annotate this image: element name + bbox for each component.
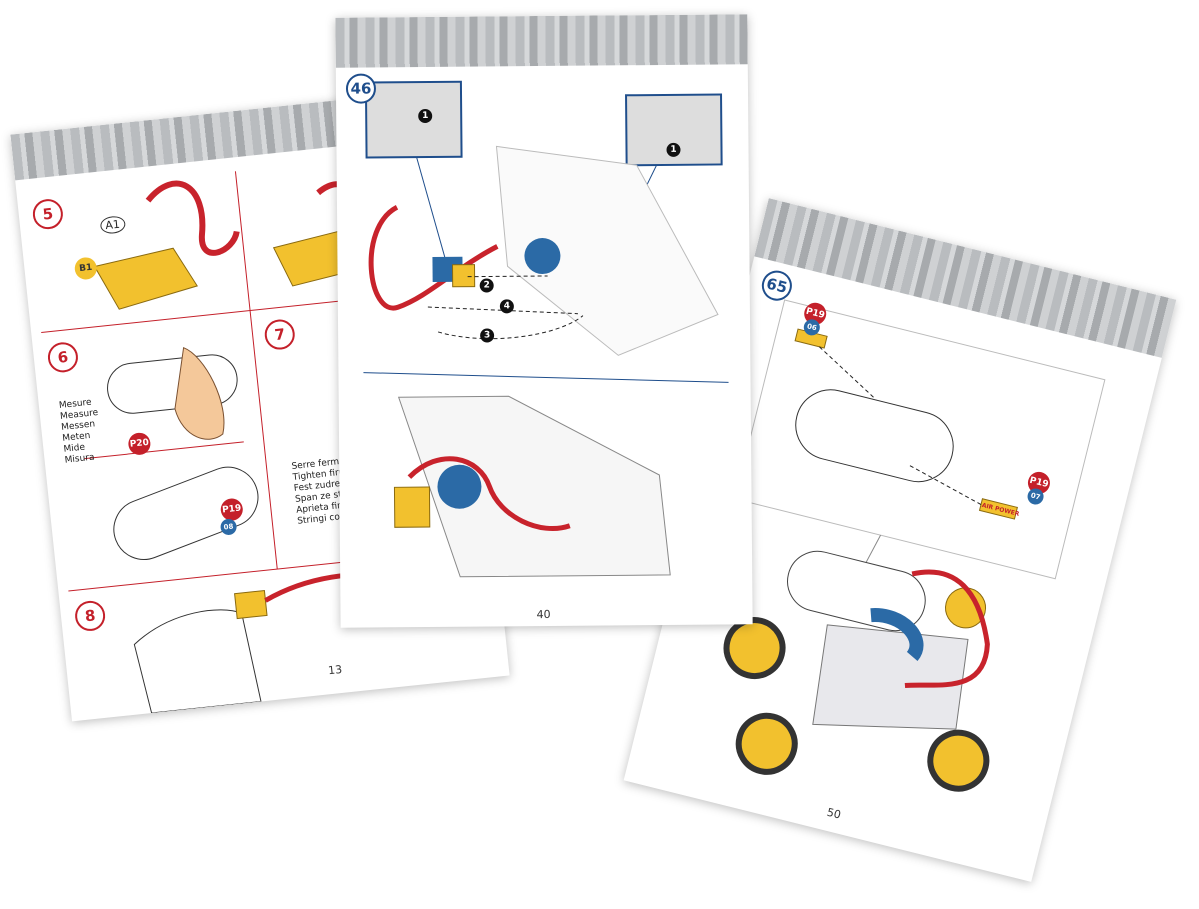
manual-page-13: 5 6 7 8 A1 B1 P20 P19 08 Mesure Measure … [10, 88, 510, 722]
measure-instructions: Mesure Measure Messen Meten Mide Misura [58, 397, 103, 467]
callout-number: 2 [479, 278, 494, 293]
page-number: 13 [327, 662, 343, 678]
step-number: 46 [345, 73, 377, 104]
callout-number: 1 [418, 108, 433, 124]
manual-page-50: 65 P19 06 P19 07 AIR POWER 50 [623, 198, 1177, 882]
callout-number: 4 [499, 299, 514, 314]
callout-number: 3 [480, 328, 495, 343]
callout-number: 1 [666, 142, 681, 157]
manual-page-40: 46 1 1 2 3 4 40 [335, 14, 753, 628]
page-number: 40 [536, 607, 551, 622]
assembly-illustration-middle [363, 80, 729, 578]
assembly-illustration-right [723, 299, 1106, 792]
assembly-illustration-left [41, 171, 487, 714]
